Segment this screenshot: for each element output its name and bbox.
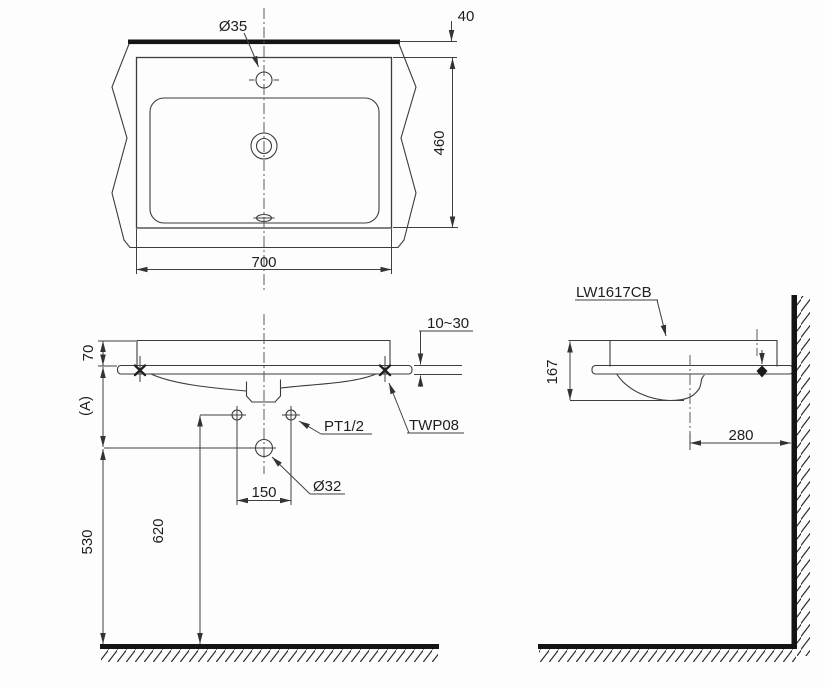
label-supply-connection: PT1/2 <box>324 418 364 435</box>
drain-hole-front <box>252 438 276 458</box>
drain-outer <box>250 132 278 160</box>
dim-drain-diameter: Ø32 <box>313 478 341 495</box>
dim-supply-height: 620 <box>150 518 167 543</box>
floor-hatch-front <box>101 649 438 662</box>
counter-thickness-extension-lines <box>414 365 462 375</box>
supply-thread-leader <box>298 420 322 435</box>
dim-drain-height: 530 <box>79 529 96 554</box>
product-code-leader <box>656 299 667 337</box>
dim-faucet-hole-diameter: Ø35 <box>219 18 247 35</box>
dim-back-ledge-depth: 40 <box>458 8 475 25</box>
dim-basin-width: 700 <box>251 254 276 271</box>
dim-basin-depth: 460 <box>431 130 448 155</box>
floor-hatch-side <box>539 649 796 662</box>
fixing-bolt-right <box>378 356 392 382</box>
bowl-underside-side <box>616 373 705 402</box>
label-product-code: LW1617CB <box>576 284 652 301</box>
dim-rim-height: 70 <box>80 345 97 362</box>
bracket-leader <box>388 382 410 434</box>
outer-body-outline <box>111 43 417 249</box>
dim-counter-thickness: 10~30 <box>427 315 469 332</box>
rim-height-extension-lines <box>98 340 136 367</box>
basin-body-side <box>568 339 778 367</box>
dim-side-height: 167 <box>544 359 561 384</box>
side-view: LW1617CB 167 280 <box>538 284 810 662</box>
top-view: Ø35 40 460 700 <box>111 8 475 292</box>
dim-supply-spacing: 150 <box>251 484 276 501</box>
wall-line <box>791 295 797 647</box>
bowl-underside-left <box>150 373 247 392</box>
back-offset-extension-lines <box>393 41 457 58</box>
label-fixing-bracket: TWP08 <box>409 417 459 434</box>
drain-dia-leader <box>271 456 311 495</box>
bowl-underside-right <box>280 373 377 389</box>
fixing-bolt-left <box>133 356 147 382</box>
faucet-hole <box>255 71 273 89</box>
wall-hatch <box>797 296 810 656</box>
counter-slab <box>116 364 413 375</box>
supply-spacing-extension-lines <box>236 421 292 505</box>
bolt-nut-side <box>756 365 768 378</box>
dim-height-reference: (A) <box>77 396 94 416</box>
floor-line-front <box>100 644 439 649</box>
floor-line-side <box>538 644 797 649</box>
width-extension-lines <box>136 229 392 274</box>
drain-inner <box>255 137 273 155</box>
faucet-dia-leader <box>243 32 259 68</box>
front-view: 70 (A) 530 620 150 10~30 Ø32 PT1/2 TWP08 <box>77 314 473 662</box>
drain-outlet <box>245 379 282 403</box>
dim-drain-to-wall: 280 <box>728 427 753 444</box>
